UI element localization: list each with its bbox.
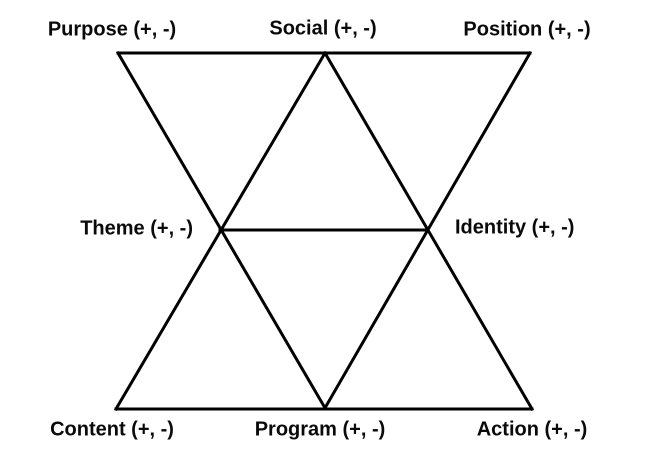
diagonal-topright-to-bottommiddle xyxy=(322,50,533,411)
label-theme: Theme (+, -) xyxy=(80,217,193,240)
diagonal-topmiddle-to-bottomleft xyxy=(113,50,328,412)
label-position: Position (+, -) xyxy=(463,18,591,41)
label-content: Content (+, -) xyxy=(50,418,174,441)
label-purpose: Purpose (+, -) xyxy=(47,18,177,41)
label-action: Action (+, -) xyxy=(476,418,588,441)
label-program: Program (+, -) xyxy=(254,418,386,441)
label-social: Social (+, -) xyxy=(269,17,377,40)
label-identity: Identity (+, -) xyxy=(455,216,575,239)
